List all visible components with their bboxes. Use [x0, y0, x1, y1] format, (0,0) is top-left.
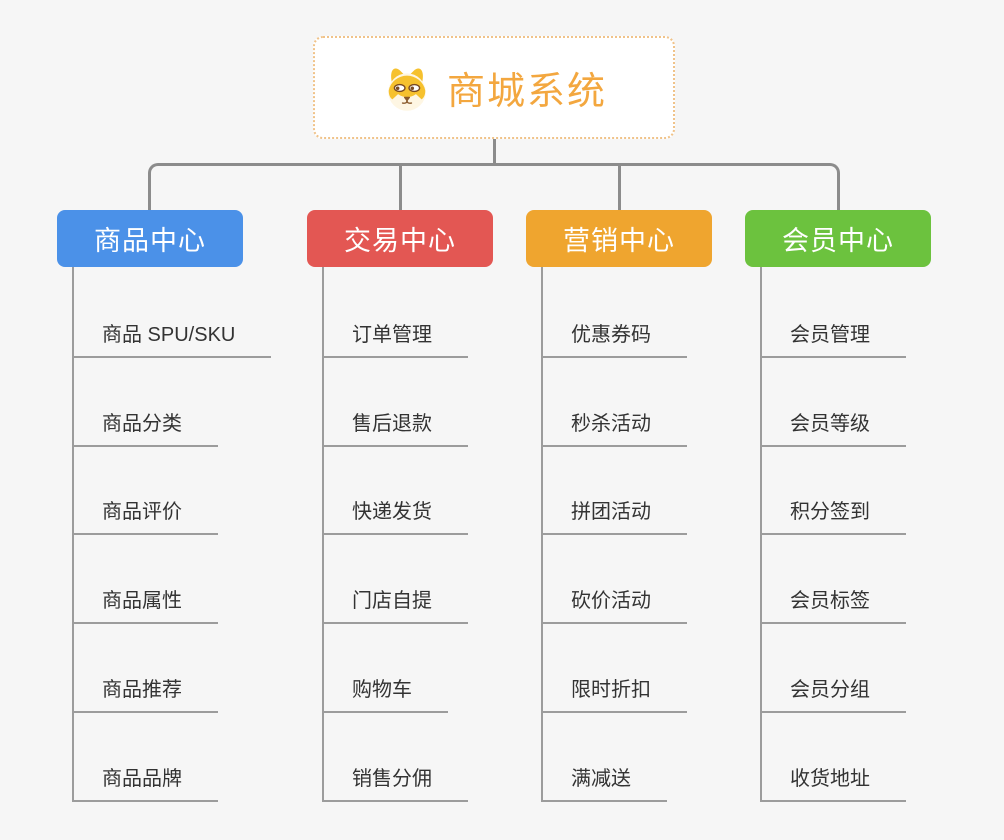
branch-node-trade-center[interactable]: 交易中心: [307, 210, 493, 267]
leaf-node-member-center-0[interactable]: 会员管理: [760, 314, 906, 358]
branch-label: 营销中心: [563, 226, 675, 256]
leaf-node-product-center-4[interactable]: 商品推荐: [72, 669, 218, 713]
leaf-node-marketing-center-4[interactable]: 限时折扣: [541, 669, 687, 713]
leaf-node-marketing-center-2[interactable]: 拼团活动: [541, 491, 687, 535]
leaf-node-product-center-0[interactable]: 商品 SPU/SKU: [72, 314, 272, 358]
leaf-node-marketing-center-0[interactable]: 优惠券码: [541, 314, 687, 358]
leaf-node-trade-center-5[interactable]: 销售分佣: [322, 758, 468, 802]
leaf-node-marketing-center-1[interactable]: 秒杀活动: [541, 403, 687, 447]
leaf-node-product-center-1[interactable]: 商品分类: [72, 403, 218, 447]
dog-face-icon: [381, 63, 433, 113]
branch-node-marketing-center[interactable]: 营销中心: [526, 210, 712, 267]
leaf-node-product-center-3[interactable]: 商品属性: [72, 580, 218, 624]
root-title: 商城系统: [446, 71, 607, 113]
branch-label: 会员中心: [782, 226, 894, 256]
leaf-node-member-center-2[interactable]: 积分签到: [760, 491, 906, 535]
leaf-node-member-center-5[interactable]: 收货地址: [760, 758, 906, 802]
leaf-node-trade-center-4[interactable]: 购物车: [322, 669, 448, 713]
leaf-node-product-center-5[interactable]: 商品品牌: [72, 758, 218, 802]
connector-drop-trade: [399, 163, 402, 210]
leaf-node-marketing-center-3[interactable]: 砍价活动: [541, 580, 687, 624]
connector-drop-marketing: [618, 163, 621, 210]
connector-root-drop: [493, 139, 496, 166]
branch-label: 商品中心: [94, 226, 206, 256]
leaf-node-member-center-3[interactable]: 会员标签: [760, 580, 906, 624]
leaf-node-trade-center-3[interactable]: 门店自提: [322, 580, 468, 624]
leaf-node-member-center-4[interactable]: 会员分组: [760, 669, 906, 713]
branch-label: 交易中心: [344, 226, 456, 256]
leaf-node-trade-center-1[interactable]: 售后退款: [322, 403, 468, 447]
root-node[interactable]: 商城系统: [313, 36, 675, 139]
connector-bus: [148, 163, 840, 210]
leaf-node-member-center-1[interactable]: 会员等级: [760, 403, 906, 447]
branch-node-member-center[interactable]: 会员中心: [745, 210, 931, 267]
leaf-node-marketing-center-5[interactable]: 满减送: [541, 758, 667, 802]
branch-node-product-center[interactable]: 商品中心: [57, 210, 243, 267]
leaf-node-product-center-2[interactable]: 商品评价: [72, 491, 218, 535]
leaf-node-trade-center-2[interactable]: 快递发货: [322, 491, 468, 535]
leaf-node-trade-center-0[interactable]: 订单管理: [322, 314, 468, 358]
